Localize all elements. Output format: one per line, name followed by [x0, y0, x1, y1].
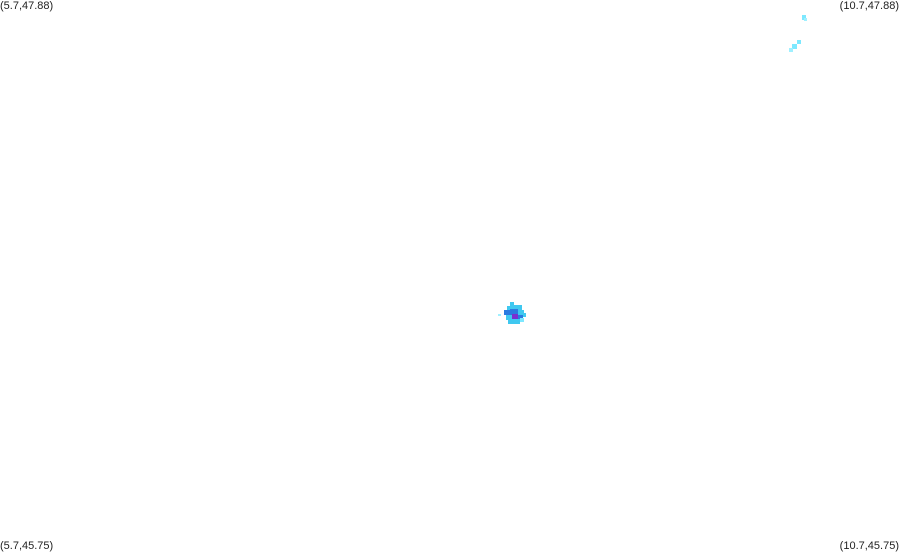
corner-coordinate-bottom-left: (5.7,45.75)	[0, 540, 54, 552]
precip-cell	[498, 314, 501, 316]
precip-cell	[504, 310, 510, 315]
precipitation-cluster-central	[498, 302, 526, 324]
precip-cell	[522, 313, 526, 317]
precip-cell	[518, 310, 524, 315]
precip-cell	[797, 40, 801, 44]
precip-cell	[506, 315, 512, 320]
precip-cell	[514, 319, 520, 324]
precip-cell	[518, 315, 523, 320]
precip-cell	[514, 305, 522, 311]
precip-cell	[520, 318, 524, 322]
precipitation-cluster-northeast	[789, 15, 807, 52]
corner-coordinate-top-left: (5.7,47.88)	[0, 0, 54, 12]
precip-cell	[512, 314, 518, 319]
precip-cell	[802, 15, 806, 20]
corner-coordinate-bottom-right: (10.7,45.75)	[839, 540, 899, 552]
precip-cell	[508, 319, 514, 324]
corner-coordinate-top-right: (10.7,47.88)	[839, 0, 899, 12]
precip-cell	[792, 44, 797, 49]
precip-cell	[507, 306, 515, 311]
precip-cell	[510, 302, 514, 306]
precip-cell	[510, 309, 518, 315]
precip-cell	[804, 18, 807, 21]
precip-cell	[789, 48, 793, 52]
